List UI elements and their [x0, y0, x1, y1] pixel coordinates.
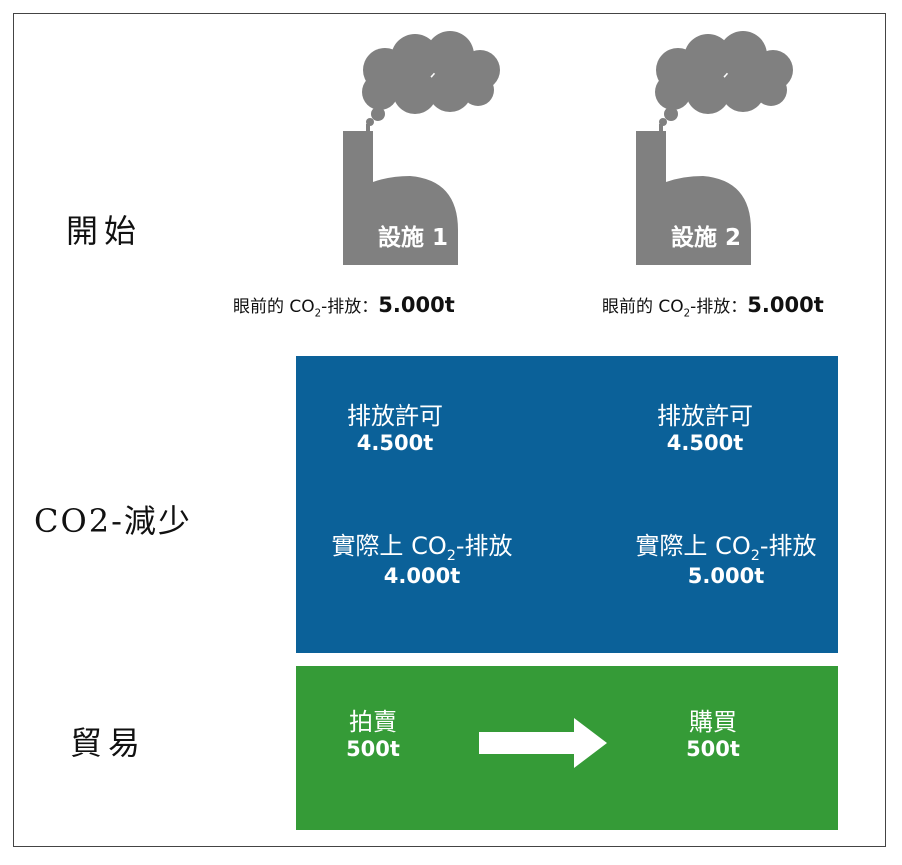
permit-value: 4.500t — [666, 431, 744, 455]
actual-text: -排放 — [759, 532, 817, 560]
factory-icon — [636, 31, 793, 265]
current-emission-value: 5.000t — [747, 293, 824, 317]
actual-text: 實際上 CO — [331, 532, 447, 560]
actual-emission-1: 實際上 CO2-排放 4.000t — [312, 526, 532, 588]
trade-panel: 拍賣 500t 購買 500t — [296, 666, 838, 830]
caption-text: 眼前的 CO — [233, 297, 315, 317]
caption-text: -排放： — [690, 297, 748, 317]
sell-label: 拍賣 — [349, 708, 397, 736]
current-emission-value: 5.000t — [378, 293, 455, 317]
permit-1: 排放許可 4.500t — [340, 396, 450, 455]
permit-label: 排放許可 — [657, 402, 753, 430]
buy-amount: 500t — [686, 737, 740, 761]
facility-name: 設施 2 — [671, 225, 742, 251]
caption-text: -排放： — [321, 297, 379, 317]
reduction-panel: 排放許可 4.500t 排放許可 4.500t 實際上 CO2-排放 4.000… — [296, 356, 838, 653]
actual-value: 5.000t — [687, 563, 765, 588]
actual-emission-2: 實際上 CO2-排放 5.000t — [616, 526, 836, 588]
actual-text: -排放 — [455, 532, 513, 560]
permit-2: 排放許可 4.500t — [650, 396, 760, 455]
factory-2: 設施 2 — [623, 30, 803, 270]
frame — [13, 13, 886, 847]
permit-value: 4.500t — [356, 431, 434, 455]
current-emission-caption-1: 眼前的 CO2-排放：5.000t — [233, 292, 455, 319]
actual-text: 實際上 CO — [635, 532, 751, 560]
caption-sub: 2 — [314, 308, 322, 320]
actual-label: 實際上 CO2-排放 — [312, 526, 532, 564]
actual-label: 實際上 CO2-排放 — [616, 526, 836, 564]
buy-label: 購買 — [689, 708, 737, 736]
actual-sub: 2 — [446, 547, 456, 564]
caption-sub: 2 — [683, 308, 691, 320]
current-emission-caption-2: 眼前的 CO2-排放：5.000t — [602, 292, 824, 319]
permit-label: 排放許可 — [347, 402, 443, 430]
actual-value: 4.000t — [383, 563, 461, 588]
factory-icon — [343, 31, 500, 265]
actual-sub: 2 — [750, 547, 760, 564]
row-label-reduction: CO2-減少 — [34, 502, 192, 540]
buy: 購買 500t — [676, 702, 750, 761]
row-label-start: 開始 — [66, 212, 143, 250]
arrow-right-icon — [479, 718, 607, 768]
row-label-trade: 貿易 — [70, 724, 147, 762]
caption-text: 眼前的 CO — [602, 297, 684, 317]
sell: 拍賣 500t — [336, 702, 410, 761]
sell-amount: 500t — [346, 737, 400, 761]
facility-name: 設施 1 — [378, 225, 449, 251]
factory-1: 設施 1 — [330, 30, 510, 270]
